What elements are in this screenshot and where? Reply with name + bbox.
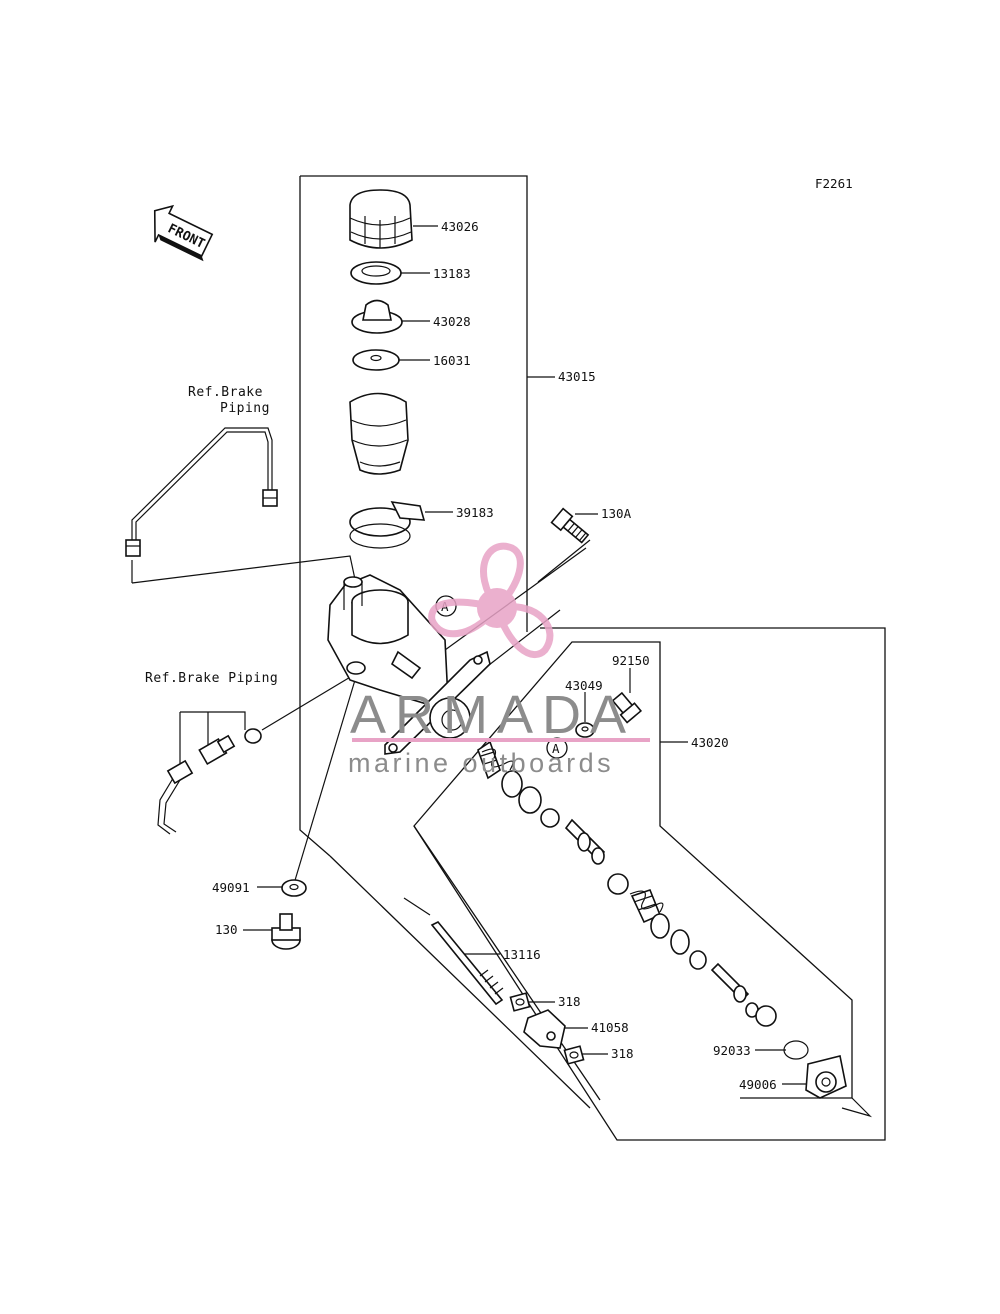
piston-components xyxy=(477,740,777,1027)
front-arrow-icon: FRONT xyxy=(153,204,214,262)
master-cylinder-body xyxy=(327,574,491,755)
nut-318-lower xyxy=(563,1045,585,1065)
bolt-130 xyxy=(271,913,301,950)
part-label-16031: 16031 xyxy=(433,353,471,368)
spring-secondary xyxy=(629,890,664,913)
part-label-318-lower: 318 xyxy=(611,1046,634,1061)
washer-43049 xyxy=(575,722,595,738)
part-label-43020: 43020 xyxy=(691,735,729,750)
clevis-41058 xyxy=(523,1009,566,1049)
brake-pipe-lower xyxy=(157,728,262,835)
ref-brake-piping-lower: Ref.Brake Piping xyxy=(145,671,278,686)
nut-318-upper xyxy=(509,992,531,1012)
figure-code: F2261 xyxy=(815,176,853,191)
part-label-39183: 39183 xyxy=(456,505,494,520)
part-label-92033: 92033 xyxy=(713,1043,751,1058)
circlip-92033 xyxy=(783,1040,809,1060)
subassembly-frame-43020 xyxy=(413,627,886,1141)
diaphragm xyxy=(351,299,403,334)
reservoir-cap xyxy=(349,189,413,249)
bleeder-92150 xyxy=(611,691,643,724)
watermark: ARMADA marine outboards xyxy=(348,542,650,778)
ref-brake-piping-upper-line1: Ref.Brake xyxy=(188,385,263,400)
part-label-318-upper: 318 xyxy=(558,994,581,1009)
part-label-49091: 49091 xyxy=(212,880,250,895)
part-label-13183: 13183 xyxy=(433,266,471,281)
part-label-41058: 41058 xyxy=(591,1020,629,1035)
reservoir-boot xyxy=(349,392,409,475)
watermark-brand: ARMADA xyxy=(350,685,635,745)
part-label-49006: 49006 xyxy=(739,1077,777,1092)
float-plate xyxy=(352,349,400,371)
watermark-tagline: marine outboards xyxy=(348,748,614,778)
diaphragm-plate xyxy=(350,261,402,285)
part-label-43028: 43028 xyxy=(433,314,471,329)
svg-text:A: A xyxy=(552,741,560,756)
assembly-frame-43015 xyxy=(299,175,528,857)
part-label-130a: 130A xyxy=(601,506,632,521)
leader-lines xyxy=(131,225,815,1085)
brake-pipe-upper xyxy=(125,427,278,557)
part-label-43015: 43015 xyxy=(558,369,596,384)
part-label-43026: 43026 xyxy=(441,219,479,234)
dust-boot-49006 xyxy=(805,1055,847,1099)
part-label-92150: 92150 xyxy=(612,653,650,668)
spring-primary xyxy=(481,748,514,771)
part-label-13116: 13116 xyxy=(503,947,541,962)
bolt-130a xyxy=(550,507,590,544)
ref-brake-piping-upper-line2: Piping xyxy=(220,401,270,416)
part-label-43049: 43049 xyxy=(565,678,603,693)
propeller-logo-icon xyxy=(428,542,554,659)
part-label-130: 130 xyxy=(215,922,238,937)
push-rod-13116 xyxy=(430,920,504,1006)
hose-clamp xyxy=(349,500,426,549)
washer-49091 xyxy=(281,879,307,897)
